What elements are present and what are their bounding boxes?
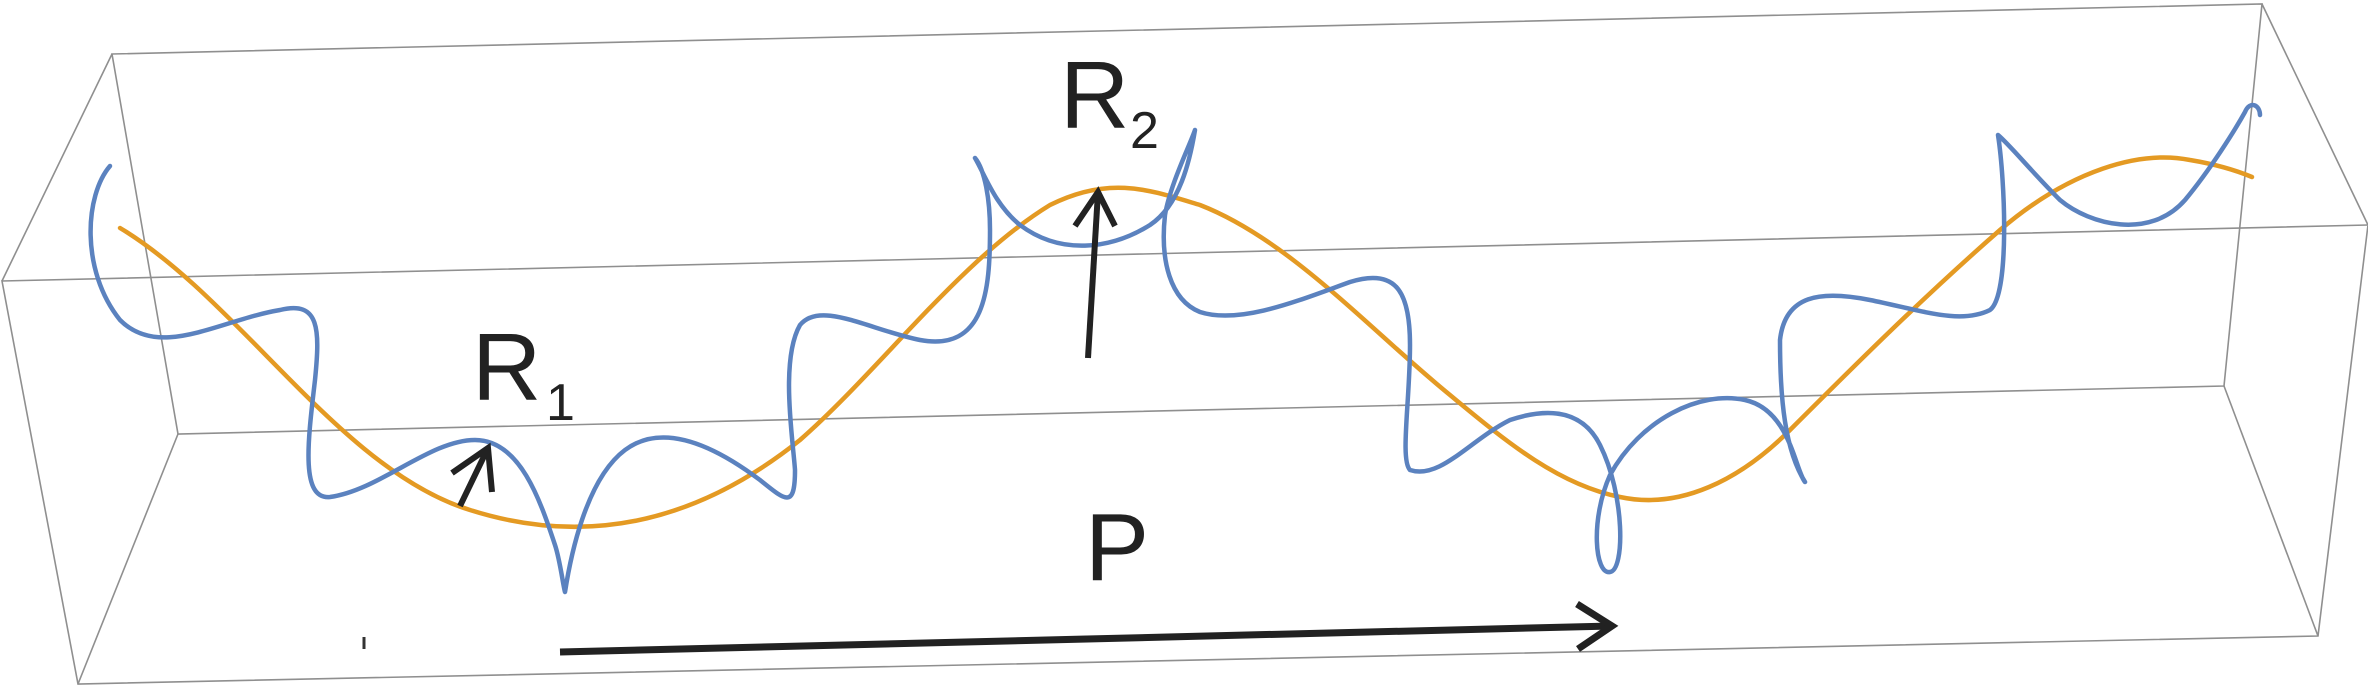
label-r2: R (1060, 42, 1129, 149)
r1-arrow (450, 442, 495, 508)
bounding-box (1, 3, 2368, 685)
box-front-face (1, 224, 2368, 685)
box-edge-bottom-right (2223, 385, 2319, 637)
r2-arrow (1072, 186, 1118, 359)
label-p: P (1085, 494, 1149, 601)
label-r2-subscript: 2 (1130, 102, 1159, 160)
axis-curve (117, 155, 2255, 530)
p-arrow (559, 601, 1619, 656)
box-back-face (111, 3, 2263, 435)
helix-curve (88, 102, 2263, 595)
label-r1: R (472, 314, 541, 421)
box-edge-top-right (2261, 3, 2368, 226)
label-r1-subscript: 1 (546, 374, 575, 432)
box-edge-bottom-left (77, 433, 179, 685)
box-edge-top-left (1, 53, 113, 282)
